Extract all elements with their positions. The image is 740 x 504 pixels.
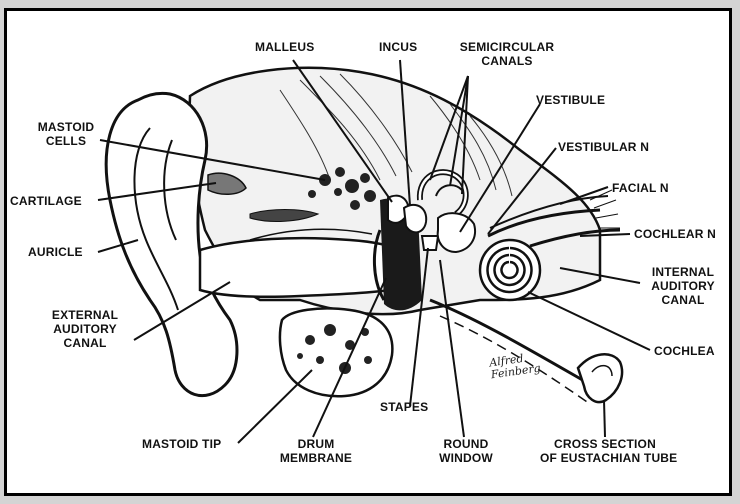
label-cartilage: CARTILAGE — [10, 194, 82, 208]
label-stapes: STAPES — [380, 400, 428, 414]
label-mastoid-cells-line2: CELLS — [36, 134, 96, 148]
stapes-shape — [422, 236, 438, 250]
label-cochlea: COCHLEA — [654, 344, 715, 358]
label-cross-section-eustachian-tube: CROSS SECTION OF EUSTACHIAN TUBE — [540, 437, 670, 465]
label-incus: INCUS — [379, 40, 417, 54]
eustachian-cross-section — [578, 354, 622, 402]
label-semicircular-canals-line1: SEMICIRCULAR — [446, 40, 568, 54]
vestibule-shape — [438, 213, 475, 252]
label-semicircular-canals: SEMICIRCULAR CANALS — [446, 40, 568, 68]
label-malleus: MALLEUS — [255, 40, 314, 54]
label-semicircular-canals-line2: CANALS — [446, 54, 568, 68]
mastoid-tip-shape — [280, 308, 392, 396]
label-internal-auditory-canal-line1: INTERNAL — [640, 265, 726, 279]
label-round-window-line1: ROUND — [436, 437, 496, 451]
label-vestibular-n: VESTIBULAR N — [558, 140, 649, 154]
incus-shape — [404, 205, 426, 233]
label-drum-membrane-line1: DRUM — [276, 437, 356, 451]
label-round-window-line2: WINDOW — [436, 451, 496, 465]
label-drum-membrane-line2: MEMBRANE — [276, 451, 356, 465]
label-mastoid-tip: MASTOID TIP — [142, 437, 221, 451]
label-cross-section-line2: OF EUSTACHIAN TUBE — [540, 451, 670, 465]
label-external-auditory-canal: EXTERNAL AUDITORY CANAL — [38, 308, 132, 350]
label-round-window: ROUND WINDOW — [436, 437, 496, 465]
label-internal-auditory-canal: INTERNAL AUDITORY CANAL — [640, 265, 726, 307]
cochlea-shape — [480, 240, 540, 300]
label-internal-auditory-canal-line3: CANAL — [640, 293, 726, 307]
label-external-auditory-canal-line2: AUDITORY — [38, 322, 132, 336]
label-cochlear-n: COCHLEAR N — [634, 227, 716, 241]
label-cross-section-line1: CROSS SECTION — [540, 437, 670, 451]
label-mastoid-cells-line1: MASTOID — [36, 120, 96, 134]
label-internal-auditory-canal-line2: AUDITORY — [640, 279, 726, 293]
label-external-auditory-canal-line1: EXTERNAL — [38, 308, 132, 322]
label-facial-n: FACIAL N — [612, 181, 669, 195]
label-drum-membrane: DRUM MEMBRANE — [276, 437, 356, 465]
label-external-auditory-canal-line3: CANAL — [38, 336, 132, 350]
label-mastoid-cells: MASTOID CELLS — [36, 120, 96, 148]
label-vestibule: VESTIBULE — [536, 93, 605, 107]
label-auricle: AURICLE — [28, 245, 83, 259]
